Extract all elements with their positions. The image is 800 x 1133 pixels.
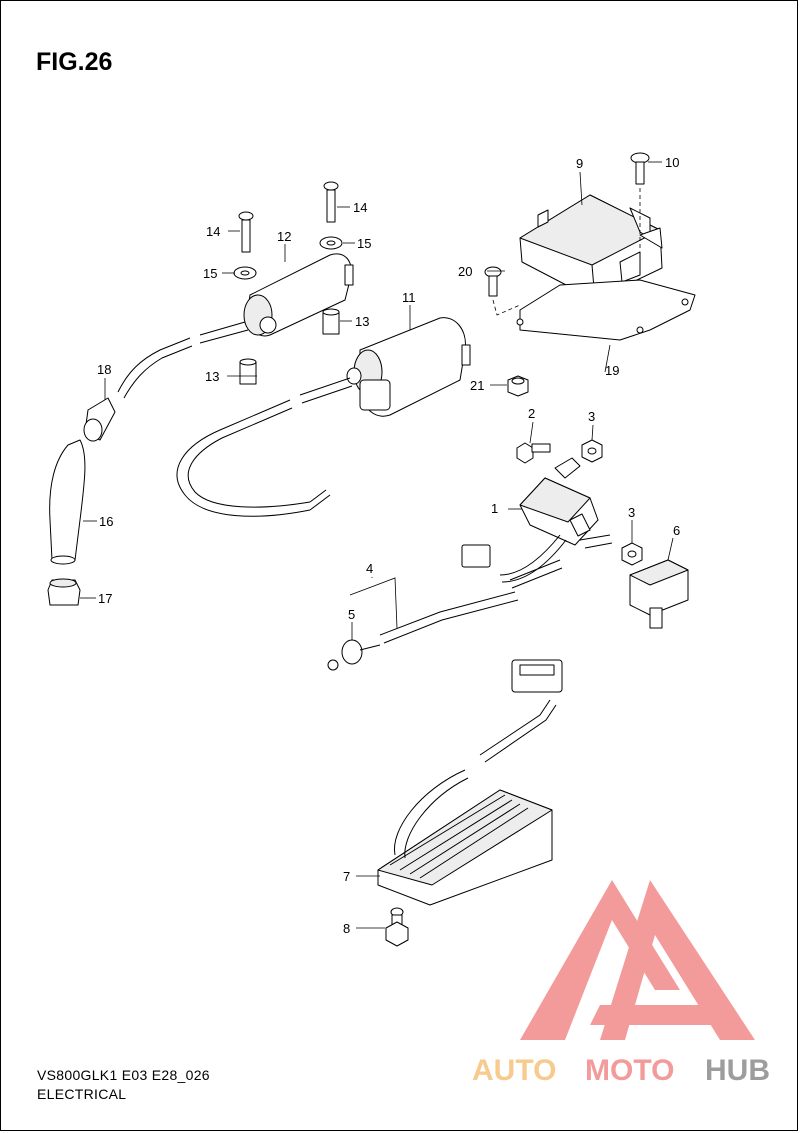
bolt-14-left [238, 211, 254, 253]
callout-19: 19 [605, 363, 619, 378]
model-code: VS800GLK1 E03 E28_026 [37, 1067, 210, 1083]
callout-15-right: 15 [357, 236, 371, 251]
ground-lead [327, 577, 398, 671]
callout-12: 12 [277, 229, 291, 244]
figure-title: FIG.26 [36, 48, 113, 76]
callout-20: 20 [458, 264, 472, 279]
callout-17: 17 [98, 591, 112, 606]
callout-18: 18 [97, 362, 111, 377]
bolt-14-right [323, 181, 339, 223]
category-label: ELECTRICAL [37, 1086, 127, 1102]
callout-4: 4 [366, 561, 373, 576]
callout-21: 21 [470, 378, 484, 393]
fuse-cover [629, 559, 689, 629]
callout-9: 9 [576, 156, 583, 171]
callout-14-left: 14 [206, 224, 220, 239]
regulator-rectifier [377, 659, 563, 906]
plug-boot [49, 439, 86, 565]
bolt-8 [385, 907, 409, 947]
watermark-text-moto: MOTO [585, 1054, 674, 1087]
nut-3-lower [621, 542, 643, 566]
callout-5: 5 [348, 607, 355, 622]
nut-3-upper [581, 439, 603, 463]
callout-14-right: 14 [353, 200, 367, 215]
callout-3-lower: 3 [628, 505, 635, 520]
washer-15-left [233, 266, 257, 280]
watermark-text-auto: AUTO [472, 1054, 556, 1087]
callout-13-lower: 13 [205, 369, 219, 384]
callout-6: 6 [673, 523, 680, 538]
spark-plug-leads [117, 321, 353, 517]
spacer-13-upper [322, 308, 340, 335]
starter-relay [519, 457, 599, 546]
boot-seal [47, 578, 81, 606]
callout-13-upper: 13 [355, 314, 369, 329]
ignition-coil-front [346, 317, 471, 417]
callout-15-left: 15 [203, 266, 217, 281]
bolt-2 [516, 442, 551, 464]
callout-8: 8 [343, 921, 350, 936]
ecu-unit [519, 194, 663, 301]
screw-20 [484, 266, 521, 316]
spacer-13-lower [239, 358, 257, 385]
callout-1: 1 [491, 501, 498, 516]
watermark-logo: AUTO MOTO HUB [472, 880, 770, 1087]
leader-lines [80, 161, 674, 929]
ecu-bracket [516, 279, 696, 341]
callout-10: 10 [665, 155, 679, 170]
callout-16: 16 [99, 514, 113, 529]
relay-wiring [379, 534, 613, 644]
ignition-coil-rear [243, 253, 354, 337]
callout-11: 11 [402, 290, 416, 305]
callout-numbers: 1 2 3 3 4 5 6 7 8 9 10 11 12 13 13 14 14… [97, 155, 680, 936]
screw-10 [630, 152, 650, 250]
washer-15-right [319, 236, 343, 250]
watermark-text-hub: HUB [705, 1054, 770, 1087]
callout-3-upper: 3 [588, 409, 595, 424]
spark-plug-cap [83, 397, 116, 442]
nut-21 [507, 375, 529, 397]
callout-7: 7 [343, 869, 350, 884]
callout-2: 2 [528, 406, 535, 421]
